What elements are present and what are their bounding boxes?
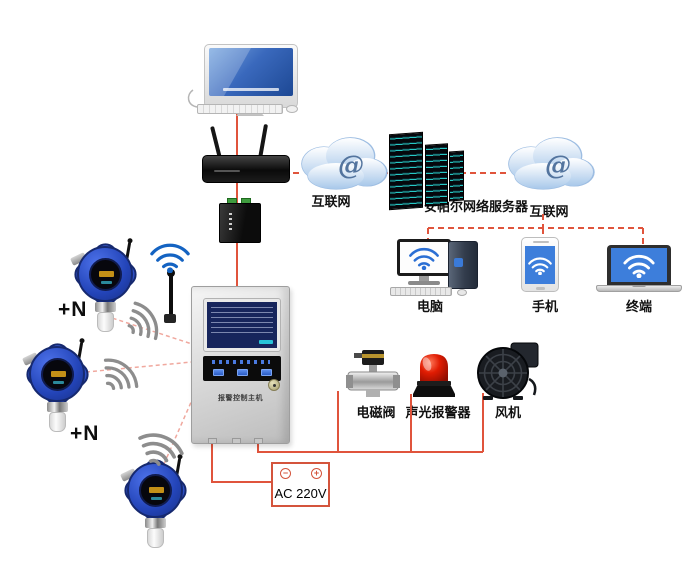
panel-antenna <box>169 274 173 318</box>
detector-ring <box>47 402 68 412</box>
pc-monitor-stand <box>419 276 429 281</box>
panel-cable-tab <box>254 438 263 444</box>
minus-terminal-icon: − <box>280 468 291 479</box>
panel-lock <box>268 379 280 391</box>
detector-body <box>77 246 133 302</box>
phone-label: 手机 <box>531 299 559 314</box>
pc-monitor-screen <box>400 242 448 273</box>
detector-ring <box>145 518 166 528</box>
radio-signal-icon <box>103 358 139 391</box>
gas-detector <box>20 338 98 442</box>
terminal-label: 终端 <box>625 299 653 314</box>
server-rack <box>449 150 464 202</box>
router-led-strip <box>214 170 240 172</box>
server-rack <box>389 131 423 211</box>
smartphone <box>521 237 559 292</box>
server-rack <box>425 143 448 207</box>
fan-icon <box>477 342 539 400</box>
laptop-screen-content <box>611 248 667 282</box>
desktop-monitor-screen <box>209 48 293 96</box>
mouse <box>286 105 298 113</box>
radio-signal-icon <box>138 433 184 466</box>
beacon-label: 声光报警器 <box>405 405 471 420</box>
internet-cloud-icon: @ <box>301 137 388 190</box>
panel-button[interactable] <box>237 369 248 376</box>
pc-monitor <box>397 239 451 276</box>
pc-tower-logo <box>454 258 463 267</box>
panel-cable-tab <box>232 438 241 444</box>
panel-antenna-base <box>164 314 176 323</box>
detector-display <box>41 358 74 391</box>
detector-sensor-head <box>147 528 164 548</box>
wifi-icon <box>623 254 655 278</box>
detector-display <box>89 258 122 291</box>
panel-name-label: 报警控制主机 <box>218 395 263 402</box>
alarm-beacon-icon <box>413 354 455 397</box>
panel-cable-tab <box>208 438 217 444</box>
screen-text-row <box>223 88 279 91</box>
panel-button[interactable] <box>213 369 224 376</box>
phone-screen <box>525 246 555 284</box>
plus-terminal-icon: + <box>311 468 322 479</box>
keyboard <box>197 104 283 114</box>
panel-display <box>207 302 277 348</box>
pc-label: 电脑 <box>416 299 444 314</box>
server-label: 安帕尔网络服务器 <box>423 199 529 214</box>
pc-keyboard <box>390 287 452 296</box>
pc-monitor-base <box>408 281 440 285</box>
power-label: AC 220V <box>274 486 327 501</box>
wifi-icon <box>409 247 439 270</box>
power-supply-box: − + AC 220V <box>271 462 330 507</box>
converter-leds <box>229 213 232 231</box>
pc-mouse <box>457 289 467 296</box>
pc-tower <box>448 241 478 289</box>
detector-count-label: +N <box>70 422 100 445</box>
phone-home-button <box>536 287 545 290</box>
panel-button-strip <box>203 356 281 381</box>
internet-cloud-icon: @ <box>508 137 595 190</box>
detector-sensor-head <box>97 312 114 332</box>
radio-signal-icon <box>127 301 159 341</box>
at-icon: @ <box>338 151 364 181</box>
panel-display-logo <box>259 340 273 344</box>
at-icon: @ <box>545 151 571 181</box>
internet-right-label: 互联网 <box>529 204 569 219</box>
laptop-notch <box>632 285 646 287</box>
detector-ring <box>95 302 116 312</box>
alarm-control-panel: 报警控制主机 <box>191 286 290 444</box>
wifi-signal-icon <box>150 243 190 273</box>
panel-button[interactable] <box>261 369 272 376</box>
panel-strip-text <box>212 360 270 364</box>
phone-earpiece <box>533 241 549 243</box>
gas-detector <box>68 238 146 342</box>
wifi-icon <box>528 256 552 275</box>
laptop-screen <box>607 245 671 285</box>
detector-sensor-head <box>49 412 66 432</box>
panel-display-rows <box>211 307 273 337</box>
signal-converter <box>219 203 261 243</box>
panel-antenna-tip <box>167 269 175 277</box>
valve-label: 电磁阀 <box>356 405 396 420</box>
wifi-router <box>202 155 290 183</box>
internet-left-label: 互联网 <box>311 194 351 209</box>
detector-body <box>127 462 183 518</box>
gas-detector <box>118 454 196 558</box>
fan-label: 风机 <box>494 405 522 420</box>
solenoid-valve-icon <box>346 350 400 397</box>
detector-display <box>139 474 172 507</box>
detector-count-label: +N <box>58 298 88 321</box>
